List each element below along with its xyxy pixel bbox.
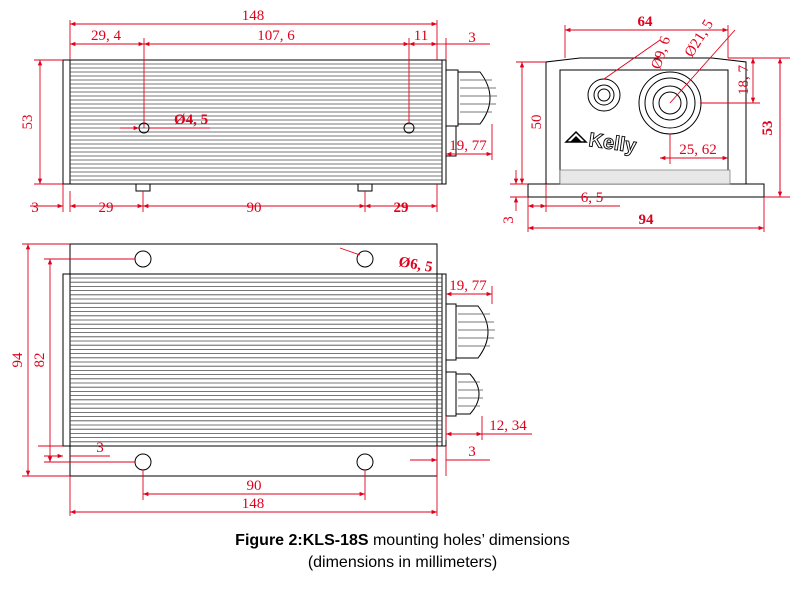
end-gland-spacing-label: 25, 62 [679,142,717,158]
side-hole-spacing-label: 107, 6 [257,28,295,44]
side-hole-offset-left-label: 29, 4 [91,28,122,44]
side-foot-left-label: 29 [99,200,114,216]
top-mounting-hole-3 [134,453,152,471]
side-foot-right [357,183,373,192]
top-mounting-hole-2 [356,250,374,268]
top-edge-offset-left-label: 3 [96,440,104,456]
end-housing-outline [545,57,747,185]
side-foot-right-label: 29 [394,200,409,216]
side-height-label: 53 [20,115,36,130]
end-foot-offset-label: 6, 5 [581,190,604,206]
end-gland-center-height-label: 18, 7 [736,65,752,96]
end-base-width-label: 94 [639,212,655,228]
top-gland-length-label: 19, 77 [449,278,487,294]
top-housing-outline [62,273,447,447]
side-cooling-fins [70,63,442,181]
small-cable-gland [587,78,621,112]
side-base-offset-label: 3 [31,200,39,216]
end-width-label: 64 [638,14,654,30]
side-overall-length-label: 148 [242,8,265,24]
top-view: 94 82 Ø6, 5 19, 77 12, 34 3 3 90 148 [10,243,532,516]
top-gland-offset-label: 12, 34 [489,418,527,434]
top-body-width-label: 82 [32,353,48,368]
side-foot-left [135,183,151,192]
side-hole-offset-right-label: 11 [414,28,428,44]
top-hole-spacing-label: 90 [247,478,262,494]
end-base-plate [527,183,765,198]
caption-subtitle: (dimensions in millimeters) [307,554,498,571]
top-hole-diameter-label: Ø6, 5 [397,254,433,276]
side-view: 148 29, 4 107, 6 11 3 53 Ø4, 5 19, 77 3 [20,8,497,216]
top-cable-gland-large [445,303,495,361]
end-overall-height-label: 53 [760,121,776,136]
svg-text:Kelly: Kelly [587,129,638,158]
top-mounting-hole-4 [356,453,374,471]
top-cooling-fins [70,277,442,443]
top-mounting-hole-1 [134,250,152,268]
caption-prefix: Figure 2: [235,532,303,549]
kelly-logo: Kelly [564,129,639,158]
top-cable-gland-small [445,371,483,417]
caption-model: KLS-18S [302,532,369,549]
side-foot-spacing-label: 90 [247,200,262,216]
end-body-height-label: 50 [529,115,545,130]
caption-title: Figure 2:KLS-18S mounting holes’ dimensi… [0,530,805,552]
figure-caption: Figure 2:KLS-18S mounting holes’ dimensi… [0,530,805,574]
end-view: Kelly 64 Ø9, 6 Ø21, 5 18, 7 53 50 25, 62 [501,14,790,232]
caption-title-rest: mounting holes’ dimensions [368,532,570,549]
side-gland-length-label: 19, 77 [449,138,487,154]
top-overall-width-label: 94 [10,352,26,368]
large-gland-diameter-label: Ø21, 5 [682,17,717,60]
side-housing-outline [62,59,447,185]
top-edge-offset-right-label: 3 [468,444,476,460]
small-gland-diameter-label: Ø9, 6 [649,34,675,71]
side-hole-diameter-label: Ø4, 5 [174,112,208,128]
top-overall-length-label: 148 [242,496,265,512]
top-base-plate [69,243,438,477]
end-base-thickness-label: 3 [501,216,517,224]
side-housing-fins-area [69,59,443,185]
side-gland-offset-label: 3 [468,30,476,46]
